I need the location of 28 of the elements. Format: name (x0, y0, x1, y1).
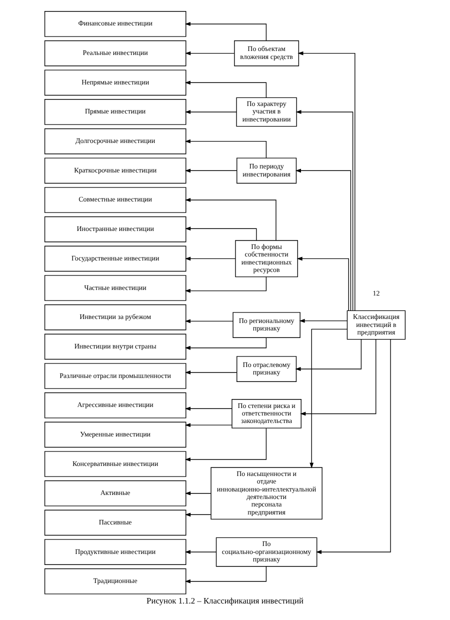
arrow (185, 256, 236, 261)
arrow (184, 370, 238, 374)
arrow (185, 491, 212, 496)
arrow (184, 198, 276, 241)
arrow (184, 428, 267, 462)
arrow (184, 80, 267, 98)
arrow (295, 339, 362, 371)
arrow (298, 51, 356, 311)
arrow (184, 22, 267, 42)
arrow (295, 168, 352, 311)
arrow (184, 276, 267, 293)
arrow (185, 51, 235, 56)
arrow (184, 566, 267, 584)
arrow (184, 423, 232, 428)
arrow (296, 256, 349, 311)
arrow (184, 168, 238, 173)
arrow (316, 339, 391, 554)
arrow (184, 319, 234, 324)
arrow (296, 110, 354, 311)
arrow (184, 550, 217, 554)
arrow (310, 328, 348, 468)
arrow (184, 110, 237, 114)
arrow (300, 339, 376, 416)
arrow (185, 512, 212, 517)
arrow (184, 139, 267, 158)
arrow (184, 406, 232, 411)
arrow (185, 226, 257, 241)
arrow (299, 318, 348, 323)
